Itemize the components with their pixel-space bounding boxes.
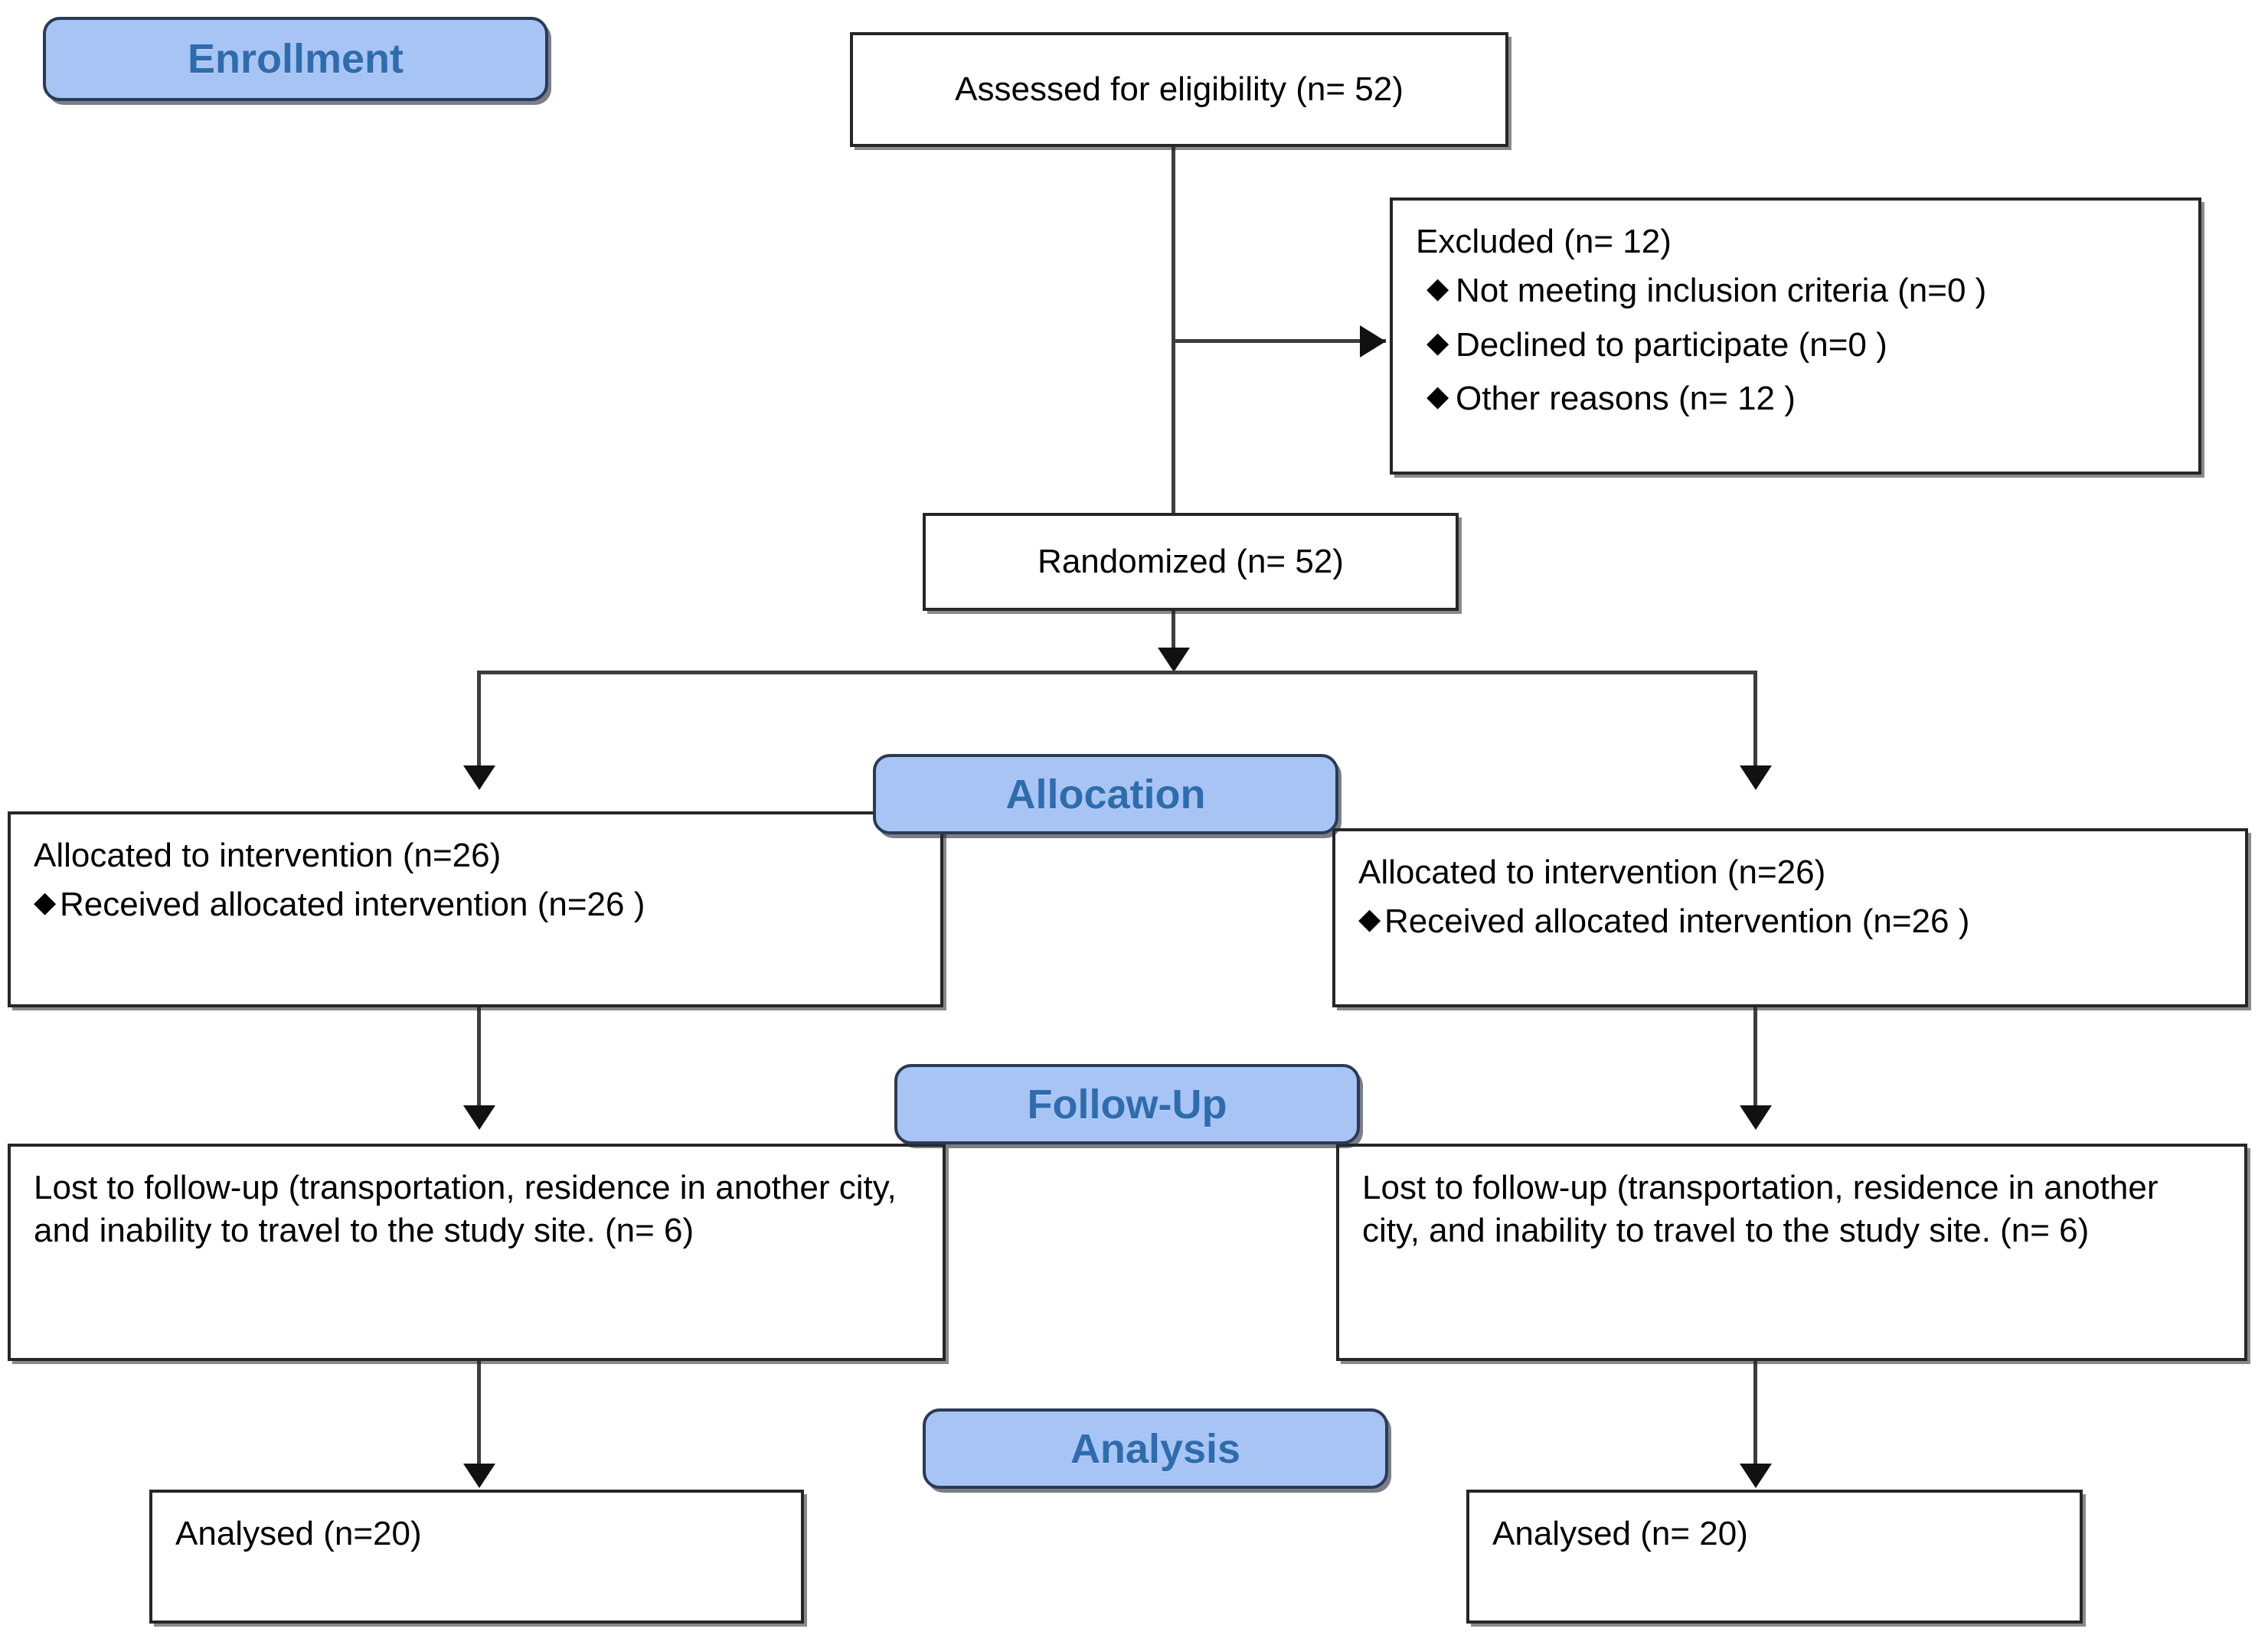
stage-banner-enrollment: Enrollment (43, 17, 548, 101)
excluded-reason-item: ◆ Other reasons (n= 12 ) (1416, 377, 2175, 420)
arrow-left-allocation-icon (463, 765, 495, 790)
analysed-left-text: Analysed (n=20) (175, 1515, 422, 1552)
diamond-bullet-icon: ◆ (1358, 903, 1381, 936)
randomized-text: Randomized (n= 52) (1038, 542, 1344, 580)
followup-right-text: Lost to follow-up (transportation, resid… (1362, 1169, 2159, 1250)
stage-banner-analysis: Analysis (923, 1408, 1388, 1489)
node-allocation-left: Allocated to intervention (n=26) ◆ Recei… (8, 811, 943, 1007)
connector-right-followup-to-analysed (1753, 1352, 1757, 1468)
arrow-right-followup-icon (1740, 1105, 1772, 1130)
connector-assessed-to-randomized (1172, 147, 1175, 530)
connector-randomized-stem (1172, 611, 1175, 658)
connector-left-allocation-to-followup (477, 984, 481, 1111)
node-analysed-right: Analysed (n= 20) (1466, 1490, 2083, 1624)
stage-banner-followup: Follow-Up (894, 1064, 1360, 1144)
arrow-randomized-split-icon (1158, 648, 1190, 672)
allocation-left-bullets: ◆ Received allocated intervention (n=26 … (34, 883, 917, 926)
allocation-left-bullet-item: ◆ Received allocated intervention (n=26 … (34, 883, 917, 926)
diamond-bullet-icon: ◆ (34, 886, 57, 919)
node-analysed-left: Analysed (n=20) (149, 1490, 804, 1624)
diamond-bullet-icon: ◆ (1426, 273, 1449, 305)
connector-split-to-right-allocation (1753, 671, 1757, 772)
excluded-reason-item: ◆ Not meeting inclusion criteria (n=0 ) (1416, 269, 2175, 312)
arrow-left-followup-icon (463, 1105, 495, 1130)
connector-allocation-split-bar (477, 671, 1757, 674)
allocation-right-bullets: ◆ Received allocated intervention (n=26 … (1358, 900, 2222, 943)
arrow-to-excluded-icon (1360, 325, 1386, 357)
allocation-right-title: Allocated to intervention (n=26) (1358, 854, 1826, 891)
connector-split-to-left-allocation (477, 671, 481, 772)
diamond-bullet-icon: ◆ (1426, 326, 1449, 359)
arrow-right-allocation-icon (1740, 765, 1772, 790)
stage-banner-enrollment-label: Enrollment (187, 36, 404, 82)
node-assessed-for-eligibility: Assessed for eligibility (n= 52) (850, 32, 1508, 147)
assessed-for-eligibility-text: Assessed for eligibility (n= 52) (955, 70, 1404, 108)
stage-banner-allocation: Allocation (873, 754, 1338, 834)
node-excluded: Excluded (n= 12) ◆ Not meeting inclusion… (1390, 197, 2201, 475)
excluded-reason-text: Not meeting inclusion criteria (n=0 ) (1456, 272, 1987, 310)
stage-banner-analysis-label: Analysis (1070, 1425, 1241, 1472)
allocation-left-bullet-text: Received allocated intervention (n=26 ) (60, 886, 645, 924)
stage-banner-allocation-label: Allocation (1005, 771, 1206, 818)
connector-right-allocation-to-followup (1753, 1007, 1757, 1111)
excluded-reason-text: Other reasons (n= 12 ) (1456, 379, 1796, 417)
arrow-left-analysed-icon (463, 1464, 495, 1488)
allocation-right-bullet-text: Received allocated intervention (n=26 ) (1384, 902, 1970, 941)
followup-left-text: Lost to follow-up (transportation, resid… (34, 1169, 897, 1250)
arrow-right-analysed-icon (1740, 1464, 1772, 1488)
allocation-right-bullet-item: ◆ Received allocated intervention (n=26 … (1358, 900, 2222, 943)
stage-banner-followup-label: Follow-Up (1027, 1081, 1227, 1128)
diamond-bullet-icon: ◆ (1426, 380, 1449, 413)
node-followup-left: Lost to follow-up (transportation, resid… (8, 1144, 946, 1361)
excluded-reason-list: ◆ Not meeting inclusion criteria (n=0 ) … (1416, 269, 2175, 420)
excluded-title: Excluded (n= 12) (1416, 223, 1672, 260)
connector-assessed-to-excluded (1172, 339, 1386, 343)
analysed-right-text: Analysed (n= 20) (1492, 1515, 1748, 1552)
node-randomized: Randomized (n= 52) (923, 513, 1459, 611)
node-followup-right: Lost to follow-up (transportation, resid… (1336, 1144, 2247, 1361)
excluded-reason-text: Declined to participate (n=0 ) (1456, 325, 1887, 364)
node-allocation-right: Allocated to intervention (n=26) ◆ Recei… (1332, 828, 2248, 1007)
allocation-left-title: Allocated to intervention (n=26) (34, 837, 502, 874)
excluded-reason-item: ◆ Declined to participate (n=0 ) (1416, 324, 2175, 367)
connector-left-followup-to-analysed (477, 1352, 481, 1468)
